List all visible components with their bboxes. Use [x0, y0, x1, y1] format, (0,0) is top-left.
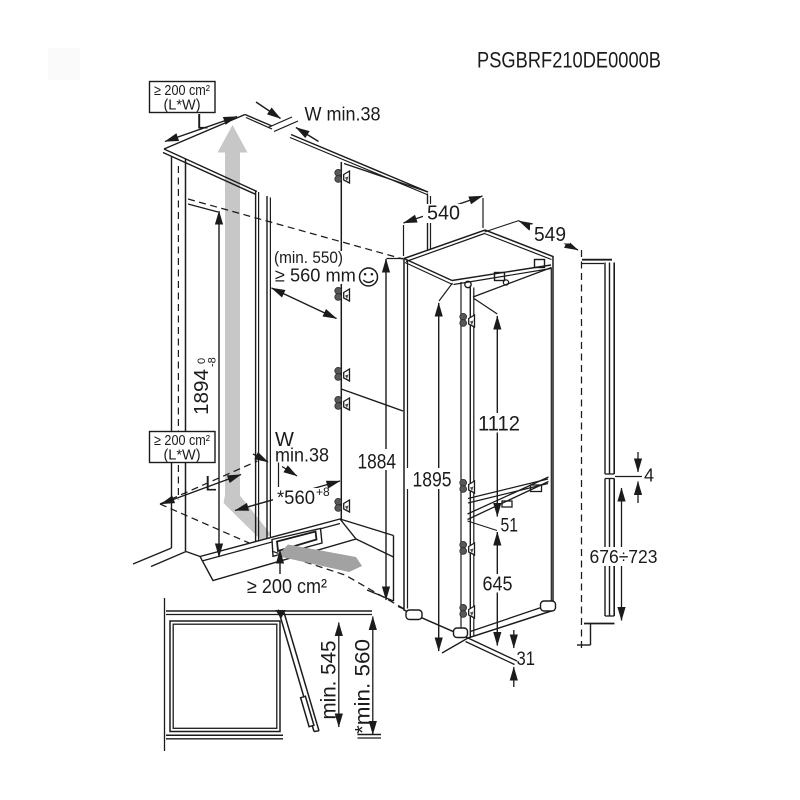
svg-text:*min. 560: *min. 560	[351, 639, 375, 734]
svg-text:≥ 200 cm²: ≥ 200 cm²	[154, 83, 210, 99]
svg-text:min.38: min.38	[275, 446, 329, 467]
svg-text:31: 31	[517, 649, 536, 670]
svg-text:540: 540	[427, 202, 460, 225]
svg-text:-8: -8	[207, 357, 219, 367]
svg-text:(L*W): (L*W)	[163, 98, 200, 114]
svg-text:1895: 1895	[413, 469, 452, 492]
svg-text:W: W	[275, 429, 294, 451]
svg-text:≥ 200 cm²: ≥ 200 cm²	[247, 576, 327, 598]
svg-text:51: 51	[501, 516, 519, 537]
svg-text:≥ 200 cm²: ≥ 200 cm²	[154, 433, 210, 449]
svg-text:0: 0	[196, 358, 208, 364]
svg-text:PSGBRF210DE0000B: PSGBRF210DE0000B	[477, 48, 661, 73]
svg-text:1894: 1894	[190, 369, 213, 415]
svg-text:min. 545: min. 545	[317, 640, 341, 719]
svg-text:1112: 1112	[478, 413, 520, 436]
svg-text:676÷723: 676÷723	[590, 547, 658, 567]
svg-text:645: 645	[483, 574, 513, 596]
svg-text:1884: 1884	[358, 450, 397, 474]
svg-text:*560: *560	[277, 488, 315, 509]
svg-text:+8: +8	[316, 485, 330, 499]
svg-text:4: 4	[644, 466, 654, 486]
svg-text:(L*W): (L*W)	[163, 448, 200, 464]
svg-text:≥ 560 mm: ≥ 560 mm	[275, 265, 356, 286]
svg-text:(min. 550): (min. 550)	[274, 249, 343, 267]
svg-text:549: 549	[534, 223, 566, 246]
svg-text:W min.38: W min.38	[305, 104, 381, 126]
